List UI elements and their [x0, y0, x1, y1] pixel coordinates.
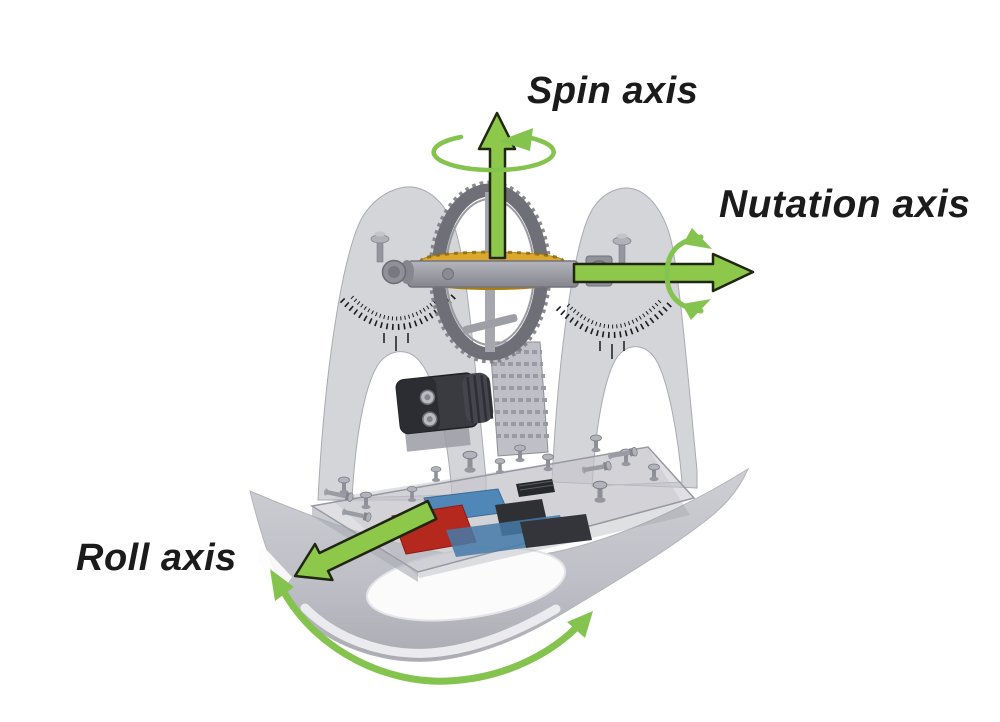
- spin-rotation-arrowhead: [499, 128, 533, 151]
- ring-spoke: [462, 313, 518, 335]
- arch-screw-right: [612, 233, 632, 265]
- support-arch-right: [551, 187, 698, 489]
- roll-rotation-arrow: [280, 588, 582, 685]
- base-plate: [309, 434, 696, 582]
- roll-axis-arrow: [293, 499, 438, 582]
- nutation-axis-arrow: [572, 252, 755, 293]
- arch-screw-left: [370, 231, 390, 263]
- pivot-bolt-left: [381, 259, 414, 285]
- component-block-2: [520, 514, 592, 548]
- rocker-runner-highlight: [300, 603, 561, 658]
- axis-annotations: [270, 111, 755, 685]
- gear-rack: [489, 341, 551, 457]
- spin-rotation-arrow: [431, 134, 556, 173]
- nutation-axis-label: Nutation axis: [719, 183, 971, 226]
- roll-axis-label: Roll axis: [76, 537, 237, 579]
- roll-rotation-arrowhead-right: [567, 611, 593, 638]
- protractor-scale-right: [555, 299, 673, 359]
- nutation-rotation-arrowhead-top: [683, 228, 712, 249]
- roll-rotation-arrowhead-left: [270, 569, 294, 601]
- protractor-scale-left: [339, 291, 457, 351]
- servo-motor: [395, 372, 494, 452]
- spin-axis-arrow: [477, 111, 517, 260]
- spin-axis-label: Spin axis: [527, 70, 699, 112]
- nutation-rotation-arrowhead-bottom: [682, 299, 711, 320]
